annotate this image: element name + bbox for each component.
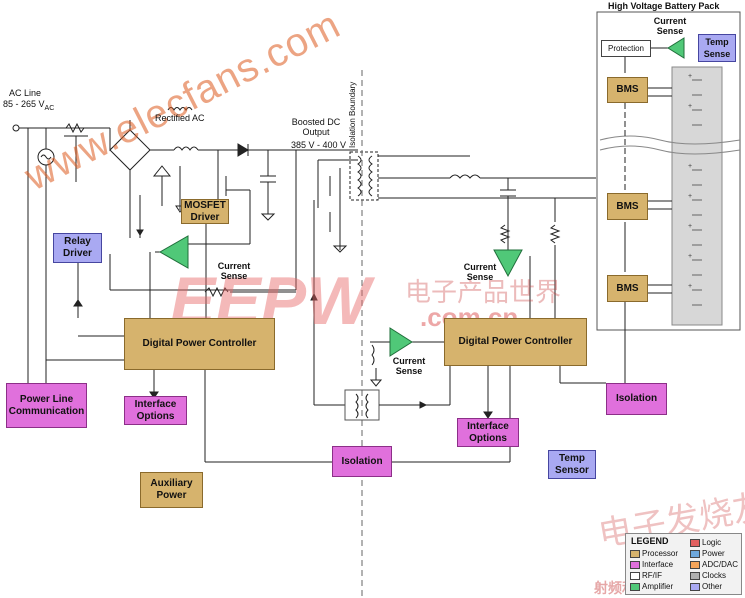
digital-power-controller-left: Digital Power Controller (124, 318, 275, 370)
legend-label-logic: Logic (702, 538, 722, 547)
relay-driver-block: Relay Driver (53, 233, 102, 263)
legend-label-interface: Interface (642, 560, 674, 569)
ac-range-label: 85 - 265 VAC (3, 99, 54, 114)
legend-swatch-interface (630, 560, 640, 569)
current-sense-label-right: Current Sense (463, 262, 497, 282)
legend-swatch-processor (630, 549, 640, 558)
legend-swatch-amplifier (630, 582, 640, 591)
legend-label-adcdac: ADC/DAC (702, 560, 739, 569)
isolation-block-bottom: Isolation (332, 446, 392, 477)
legend-item-interface: Interface (630, 560, 673, 569)
legend-label-power: Power (702, 549, 725, 558)
legend: LEGEND Processor Interface RF/IF Amplifi… (625, 533, 742, 595)
temp-sensor-block: Temp Sensor (548, 450, 596, 479)
legend-swatch-other (690, 582, 700, 591)
isolation-boundary-label: Isolation Boundary (348, 81, 357, 148)
ac-line-label: AC Line (9, 88, 42, 98)
ac-range-suffix: AC (44, 104, 55, 112)
legend-label-other: Other (702, 582, 723, 591)
legend-item-adcdac: ADC/DAC (690, 560, 738, 569)
legend-item-clocks: Clocks (690, 571, 726, 580)
digital-power-controller-right: Digital Power Controller (444, 318, 587, 366)
rectified-ac-label: Rectified AC (155, 113, 205, 123)
current-sense-label-left: Current Sense (217, 261, 251, 281)
svg-text:+: + (688, 283, 692, 290)
bms-block-1: BMS (607, 77, 648, 103)
svg-text:+: + (688, 103, 692, 110)
interface-options-left: Interface Options (124, 396, 187, 425)
current-sense-amp-secondary (389, 327, 413, 357)
legend-item-power: Power (690, 549, 725, 558)
svg-text:+: + (688, 163, 692, 170)
legend-swatch-logic (690, 538, 700, 547)
power-line-communication-block: Power Line Communication (6, 383, 87, 428)
legend-item-other: Other (690, 582, 722, 591)
dc-range-label: 385 V - 400 V (291, 140, 347, 150)
svg-text:+: + (688, 193, 692, 200)
legend-item-logic: Logic (690, 538, 721, 547)
boosted-dc-label: Boosted DC Output (291, 117, 341, 137)
battery-pack-title: High Voltage Battery Pack (608, 1, 720, 11)
legend-item-processor: Processor (630, 549, 678, 558)
auxiliary-power-block: Auxiliary Power (140, 472, 203, 508)
bms-block-2: BMS (607, 193, 648, 220)
legend-item-amplifier: Amplifier (630, 582, 673, 591)
mosfet-driver-block: MOSFET Driver (181, 199, 229, 224)
legend-swatch-adcdac (690, 560, 700, 569)
legend-label-processor: Processor (642, 549, 679, 558)
current-sense-label-pack: Current Sense (653, 16, 687, 36)
legend-title: LEGEND (631, 536, 669, 546)
legend-swatch-clocks (690, 571, 700, 580)
bms-block-3: BMS (607, 275, 648, 302)
legend-label-rfif: RF/IF (642, 571, 662, 580)
legend-item-rfif: RF/IF (630, 571, 662, 580)
current-sense-amp-right (493, 249, 523, 278)
legend-swatch-power (690, 549, 700, 558)
temp-sense-pack: Temp Sense (698, 34, 736, 62)
svg-text:+: + (688, 223, 692, 230)
protection-block: Protection (601, 40, 651, 57)
current-sense-amp-left (158, 235, 189, 269)
legend-label-amplifier: Amplifier (642, 582, 674, 591)
current-sense-amp-battery (667, 37, 685, 59)
svg-text:+: + (688, 73, 692, 80)
svg-text:+: + (688, 253, 692, 260)
ac-range-value: 85 - 265 V (3, 99, 45, 109)
battery-cell-stack (671, 66, 723, 326)
isolation-block-right: Isolation (606, 383, 667, 415)
legend-label-clocks: Clocks (702, 571, 727, 580)
legend-swatch-rfif (630, 571, 640, 580)
interface-options-right: Interface Options (457, 418, 519, 447)
current-sense-label-secondary: Current Sense (392, 356, 426, 376)
